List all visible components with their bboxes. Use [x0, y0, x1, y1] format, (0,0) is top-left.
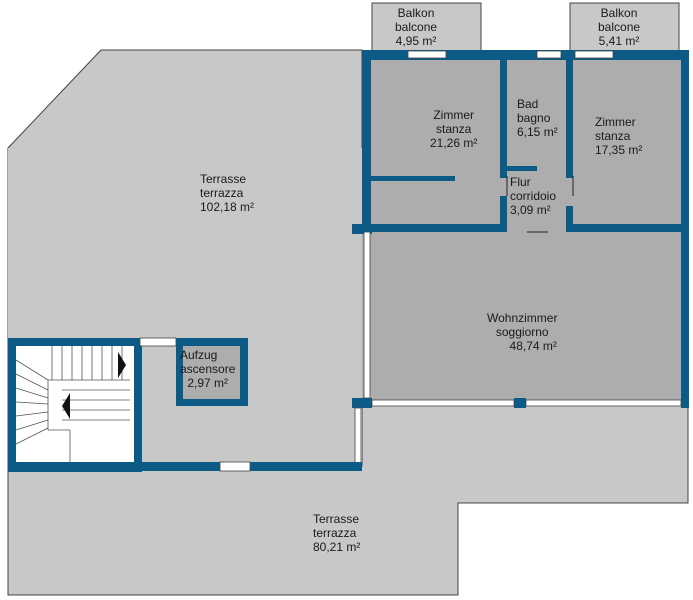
- label-elevator: Aufzug ascensore 2,97 m²: [180, 348, 235, 390]
- room-name-de: Terrasse: [200, 172, 247, 186]
- room-area: 5,41 m²: [598, 34, 640, 48]
- room-name-de: Bad: [517, 97, 539, 111]
- label-corridor: Flur corridoio 3,09 m²: [510, 175, 556, 217]
- room-name-it: balcone: [598, 20, 641, 34]
- room-area: 80,21 m²: [313, 540, 361, 554]
- room-name-it: stanza: [436, 122, 472, 136]
- room-name-de: Balkon: [600, 6, 638, 20]
- room-area: 3,09 m²: [510, 203, 551, 217]
- room-area: 6,15 m²: [517, 125, 558, 139]
- room-area: 17,35 m²: [595, 143, 643, 157]
- room-name-de: Zimmer: [433, 108, 475, 122]
- room-name-de: Terrasse: [313, 512, 360, 526]
- room-name-it: ascensore: [180, 362, 236, 376]
- label-bathroom: Bad bagno 6,15 m²: [517, 97, 558, 139]
- balcony-right-area: [569, 2, 680, 52]
- room-name-it: balcone: [395, 20, 438, 34]
- room-area: 2,97 m²: [187, 376, 229, 390]
- room-name-de: Flur: [510, 175, 531, 189]
- staircase-block: [8, 337, 362, 472]
- room-name-it: terrazza: [313, 526, 357, 540]
- room-area: 102,18 m²: [200, 200, 255, 214]
- room-name-it: stanza: [595, 129, 631, 143]
- label-room-left: Zimmer stanza 21,26 m²: [430, 108, 477, 150]
- windows: [354, 50, 682, 467]
- room-name-it: soggiorno: [495, 325, 549, 339]
- room-name-de: Balkon: [397, 6, 435, 20]
- room-area: 4,95 m²: [395, 34, 437, 48]
- label-terrace-lower: Terrasse terrazza 80,21 m²: [313, 512, 360, 554]
- room-area: 21,26 m²: [430, 136, 478, 150]
- room-name-it: terrazza: [200, 186, 244, 200]
- room-name-it: corridoio: [510, 189, 557, 203]
- apartment-walls: [352, 50, 689, 408]
- label-balcony-left: Balkon balcone 4,95 m²: [395, 6, 437, 48]
- label-balcony-right: Balkon balcone 5,41 m²: [598, 6, 640, 48]
- label-room-right: Zimmer stanza 17,35 m²: [595, 115, 642, 157]
- door-marks: [506, 176, 574, 233]
- label-living-room: Wohnzimmer soggiorno 48,74 m²: [487, 311, 557, 353]
- room-name-it: bagno: [517, 111, 551, 125]
- label-terrace-upper: Terrasse terrazza 102,18 m²: [200, 172, 254, 214]
- balcony-left-area: [371, 2, 482, 52]
- room-name-de: Wohnzimmer: [487, 311, 558, 325]
- room-area: 48,74 m²: [509, 339, 557, 353]
- room-name-de: Aufzug: [180, 348, 218, 362]
- room-name-de: Zimmer: [595, 115, 636, 129]
